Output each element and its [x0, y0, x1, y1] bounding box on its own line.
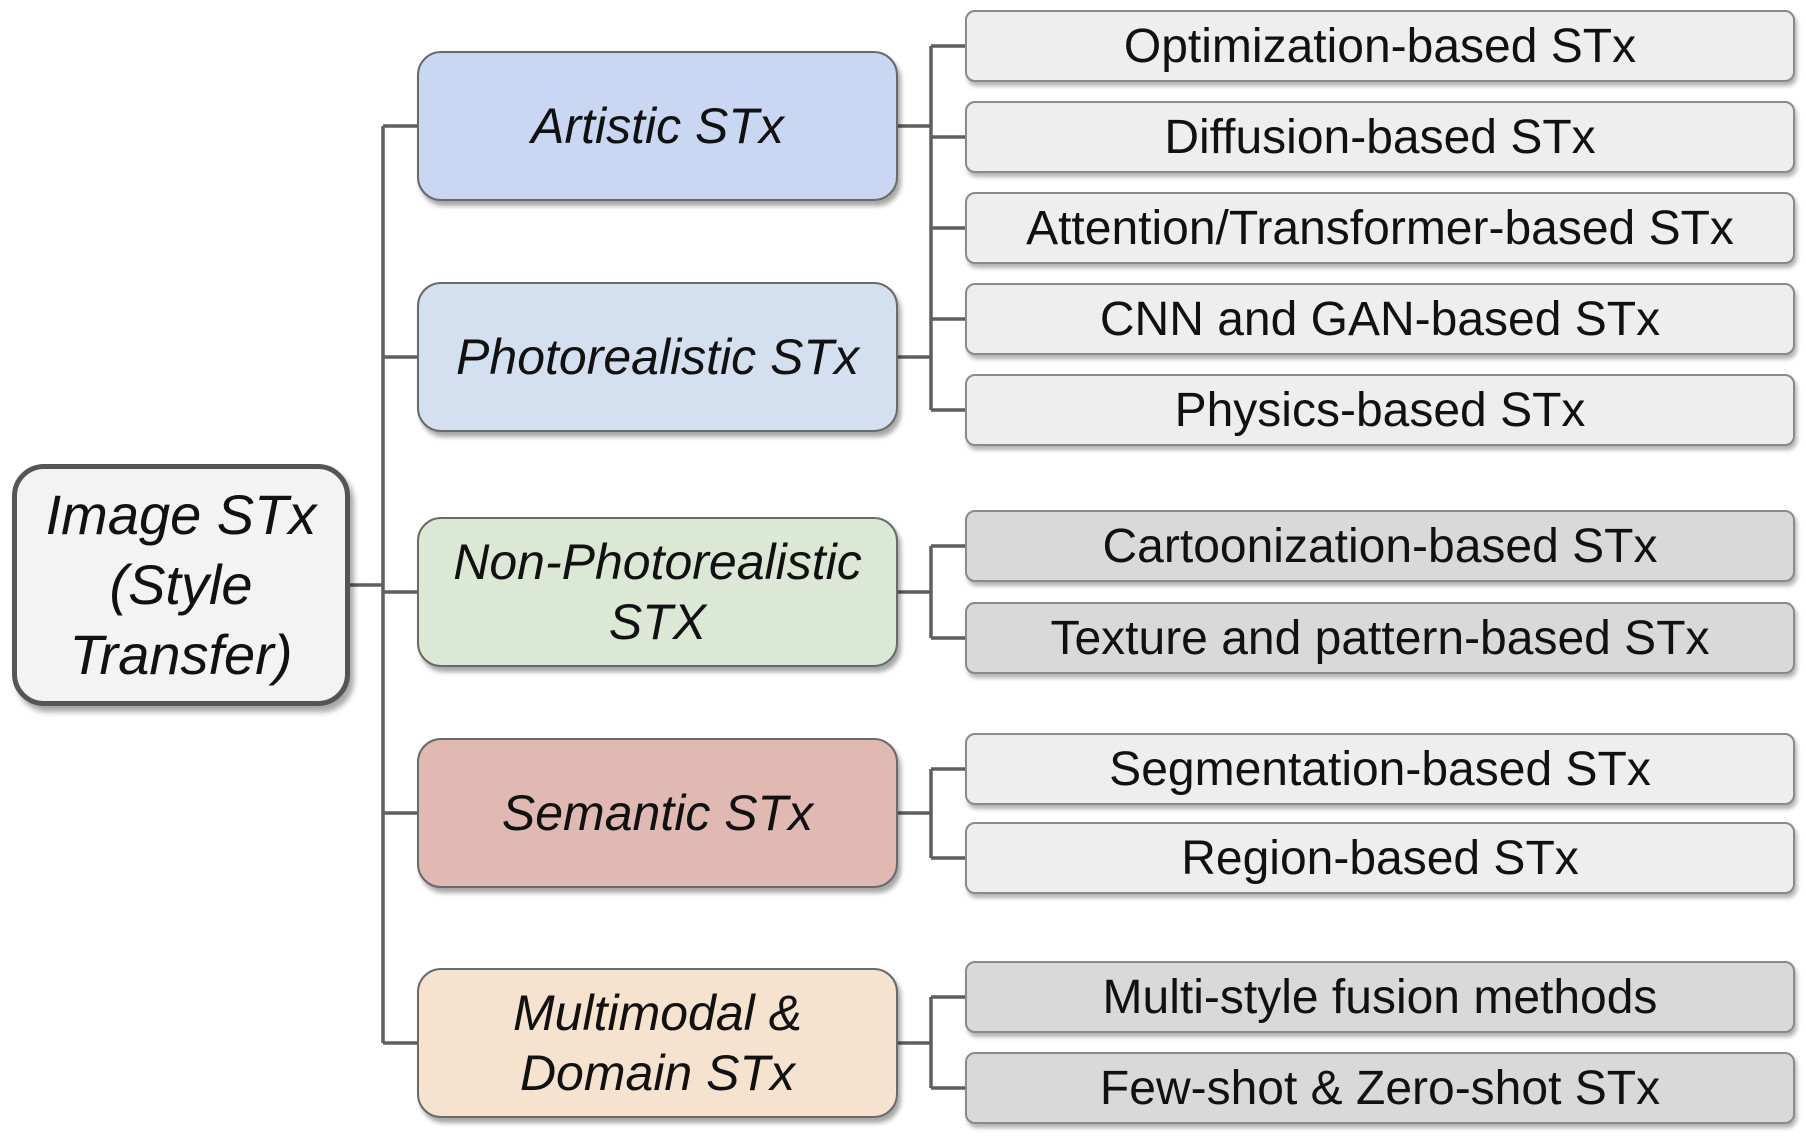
- leaf-label: Attention/Transformer-based STx: [1026, 201, 1734, 255]
- leaf-cartoonization-based: Cartoonization-based STx: [965, 510, 1795, 582]
- connector-root-spine: [350, 124, 417, 1045]
- leaf-cnn-gan-based: CNN and GAN-based STx: [965, 283, 1795, 355]
- connector-multimodal-leaves: [898, 995, 965, 1090]
- category-label: Photorealistic STx: [456, 329, 859, 385]
- connector-semantic-leaves: [898, 767, 965, 860]
- category-label: Artistic STx: [531, 98, 784, 154]
- leaf-label: Few-shot & Zero-shot STx: [1099, 1061, 1661, 1115]
- connector-nonphotorealistic-leaves: [898, 544, 965, 640]
- connector-artistic-photorealistic-leaves: [898, 44, 965, 412]
- category-label: Multimodal & Domain STx: [513, 985, 802, 1101]
- category-label: Semantic STx: [501, 785, 814, 841]
- leaf-physics-based: Physics-based STx: [965, 374, 1795, 446]
- leaf-few-shot-zero-shot: Few-shot & Zero-shot STx: [965, 1052, 1795, 1124]
- category-photorealistic: Photorealistic STx: [417, 282, 898, 432]
- category-semantic: Semantic STx: [417, 738, 898, 888]
- root-node: Image STx (Style Transfer): [12, 464, 350, 706]
- category-label: Non-Photorealistic STX: [453, 534, 862, 650]
- category-artistic: Artistic STx: [417, 51, 898, 201]
- root-node-label: Image STx (Style Transfer): [45, 483, 317, 686]
- leaf-label: Segmentation-based STx: [1109, 742, 1651, 796]
- leaf-multi-style-fusion: Multi-style fusion methods: [965, 961, 1795, 1033]
- leaf-diffusion-based: Diffusion-based STx: [965, 101, 1795, 173]
- leaf-label: Diffusion-based STx: [1164, 110, 1596, 164]
- leaf-label: Region-based STx: [1181, 831, 1579, 885]
- leaf-optimization-based: Optimization-based STx: [965, 10, 1795, 82]
- leaf-segmentation-based: Segmentation-based STx: [965, 733, 1795, 805]
- category-non-photorealistic: Non-Photorealistic STX: [417, 517, 898, 667]
- leaf-label: Multi-style fusion methods: [1102, 970, 1658, 1024]
- category-multimodal-domain: Multimodal & Domain STx: [417, 968, 898, 1118]
- leaf-label: Physics-based STx: [1174, 383, 1586, 437]
- leaf-region-based: Region-based STx: [965, 822, 1795, 894]
- leaf-texture-pattern-based: Texture and pattern-based STx: [965, 602, 1795, 674]
- leaf-label: CNN and GAN-based STx: [1099, 292, 1661, 346]
- leaf-attention-transformer-based: Attention/Transformer-based STx: [965, 192, 1795, 264]
- leaf-label: Cartoonization-based STx: [1102, 519, 1658, 573]
- leaf-label: Optimization-based STx: [1123, 19, 1637, 73]
- leaf-label: Texture and pattern-based STx: [1050, 611, 1710, 665]
